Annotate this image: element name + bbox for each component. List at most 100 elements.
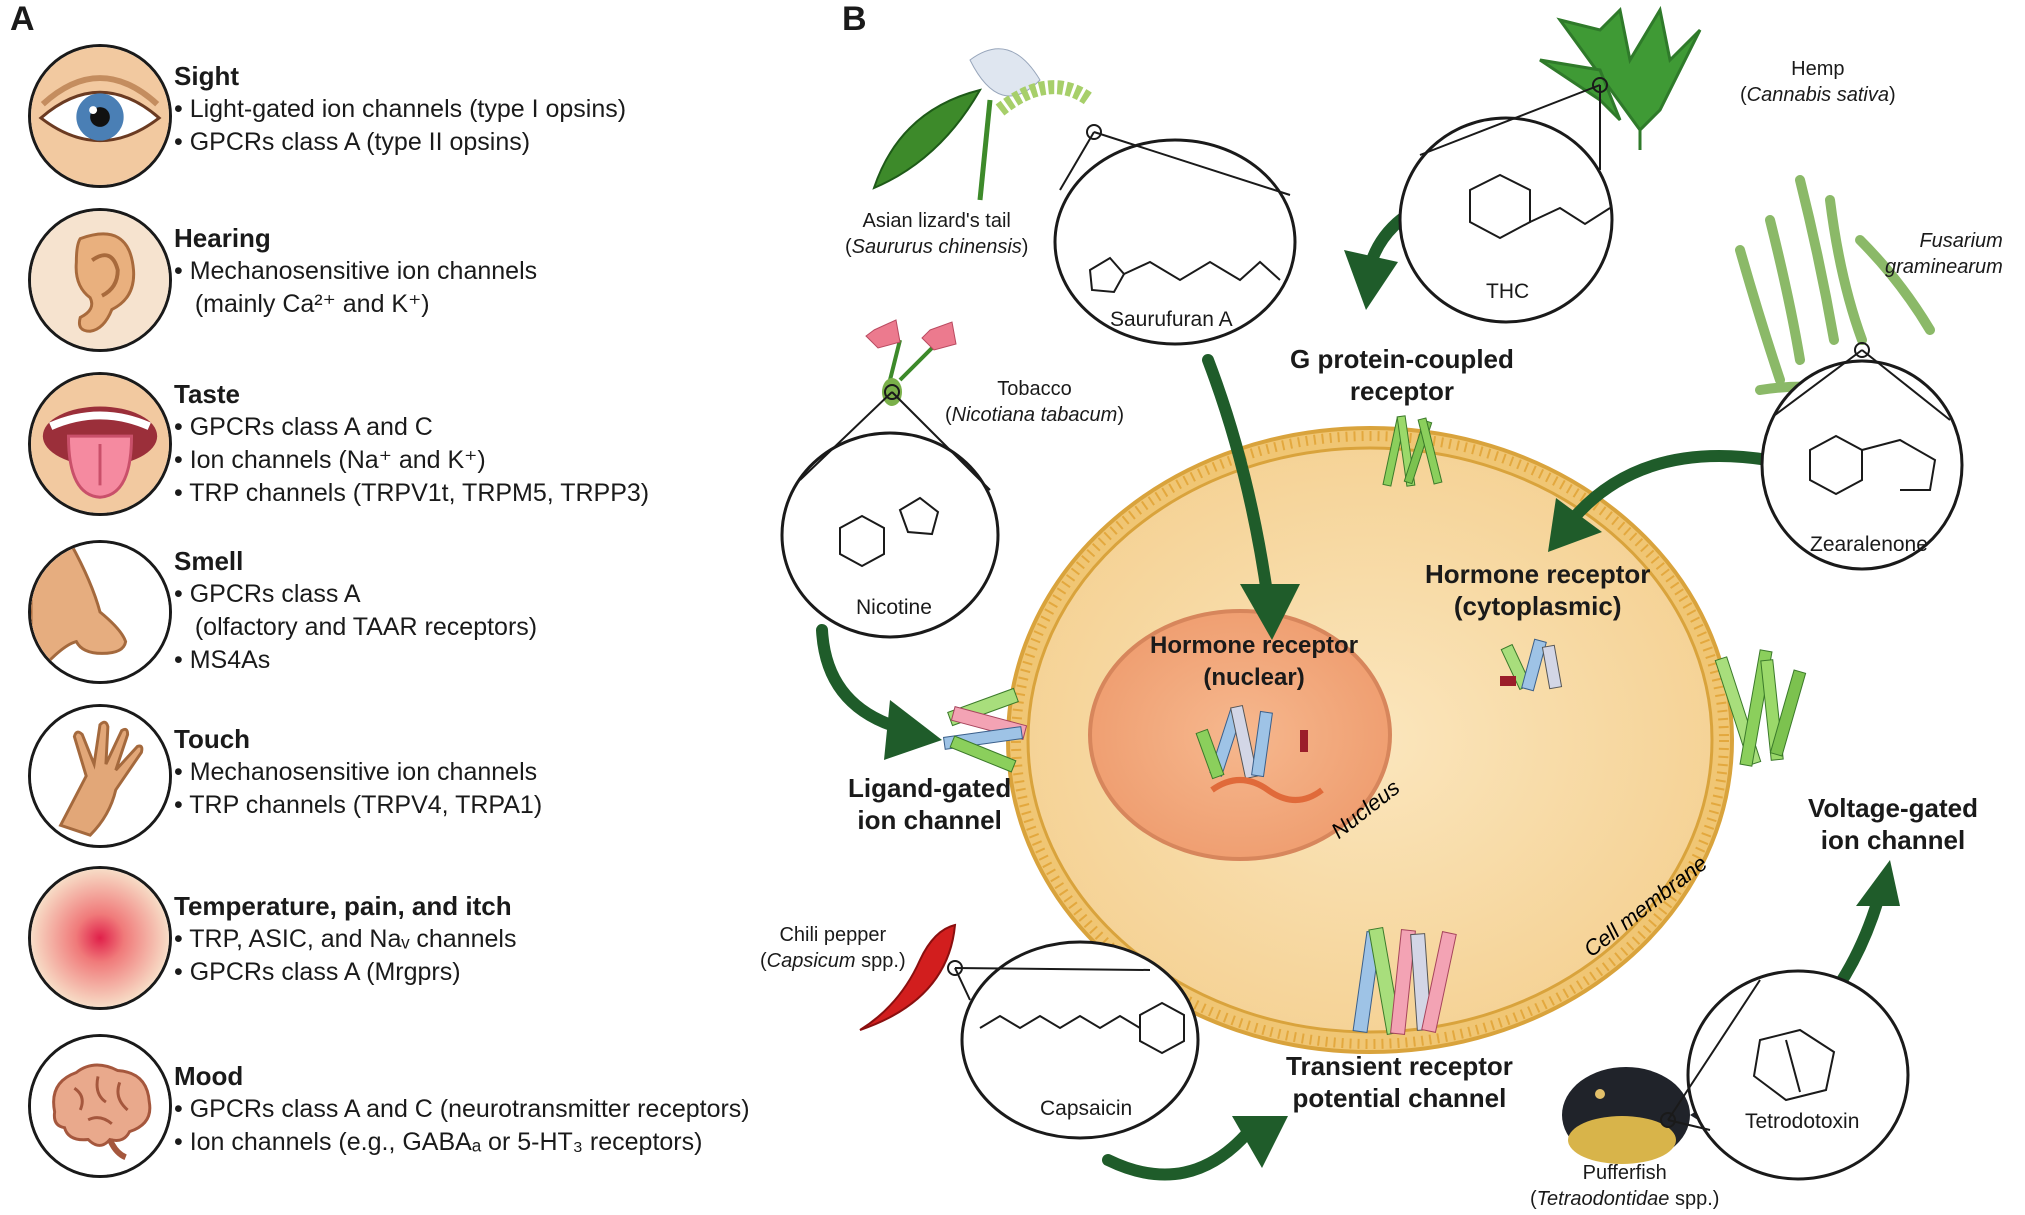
compound-thc: THC	[1486, 280, 1530, 303]
lizard-tail-name: Asian lizard's tail	[862, 210, 1011, 232]
hemp-plant	[1539, 5, 1702, 150]
sense-touch: Touch • Mechanosensitive ion channels • …	[174, 723, 542, 822]
arrowhead-capsaicin	[1232, 1116, 1288, 1168]
thc-chain	[1529, 206, 1611, 226]
sense-title: Touch	[174, 724, 251, 754]
arrowhead-tetrodotoxin	[1856, 860, 1900, 906]
chili-name: Chili pepper	[779, 924, 887, 946]
compound-tetrodotoxin: Tetrodotoxin	[1745, 1110, 1860, 1133]
tongue-icon	[28, 372, 172, 516]
arrowhead-saurufuran	[1240, 584, 1300, 640]
hemp-latin: (Cannabis sativa)	[1740, 84, 1896, 106]
sense-title: Taste	[174, 379, 240, 409]
sense-item: • Mechanosensitive ion channels	[174, 758, 538, 786]
capsaicin-chain	[979, 1014, 1141, 1030]
lizard-tail-latin: (Saururus chinensis)	[845, 236, 1029, 258]
sense-item: • Light-gated ion channels (type I opsin…	[174, 95, 627, 123]
sense-item: (olfactory and TAAR receptors)	[174, 613, 538, 641]
nose-icon	[28, 540, 172, 684]
hand-icon	[28, 704, 172, 848]
tobacco-name: Tobacco	[997, 378, 1072, 400]
pufferfish-label: Pufferfish (Tetraodontidae spp.)	[1530, 1160, 1719, 1212]
pufferfish-name: Pufferfish	[1582, 1162, 1667, 1184]
tobacco-label: Tobacco (Nicotiana tabacum)	[945, 376, 1124, 428]
panel-a-letter: A	[10, 0, 35, 38]
membrane-dots	[1011, 431, 1729, 1049]
lizard-tail-latin-name: Saururus chinensis	[851, 236, 1022, 258]
eye-icon	[28, 44, 172, 188]
sense-mood: Mood • GPCRs class A and C (neurotransmi…	[174, 1060, 750, 1159]
sense-smell: Smell • GPCRs class A (olfactory and TAA…	[174, 545, 537, 677]
tobacco-latin: (Nicotiana tabacum)	[945, 404, 1124, 426]
arrowhead-nicotine	[884, 700, 942, 760]
cyto-hormone-protein	[1500, 638, 1563, 692]
sense-hearing: Hearing • Mechanosensitive ion channels …	[174, 222, 537, 321]
compound-nicotine: Nicotine	[856, 596, 932, 619]
compound-zearalenone: Zearalenone	[1810, 533, 1928, 556]
saurufuran-furan	[1088, 256, 1126, 294]
chili-label: Chili pepper (Capsicum spp.)	[760, 922, 906, 974]
compound-capsaicin: Capsaicin	[1040, 1097, 1133, 1120]
hemp-latin-name: Cannabis sativa	[1746, 84, 1889, 106]
chili-latin: (Capsicum spp.)	[760, 950, 906, 972]
lizard-tail-label: Asian lizard's tail (Saururus chinensis)	[845, 208, 1028, 260]
chili-pepper	[859, 923, 957, 1031]
pufferfish-latin-name: Tetraodontidae	[1536, 1188, 1670, 1210]
tobacco-latin-name: Nicotiana tabacum	[951, 404, 1118, 426]
sense-title: Sight	[174, 61, 239, 91]
sense-sight: Sight • Light-gated ion channels (type I…	[174, 60, 626, 159]
pufferfish-latin: (Tetraodontidae spp.)	[1530, 1188, 1720, 1210]
sense-item: • TRP channels (TRPV1t, TRPM5, TRPP3)	[174, 479, 650, 507]
trp-protein	[1352, 927, 1457, 1035]
tobacco-plant	[865, 319, 957, 406]
fusarium-label: Fusarium graminearum	[1885, 228, 2003, 280]
sense-temperature: Temperature, pain, and itch • TRP, ASIC,…	[174, 890, 516, 989]
sense-title: Temperature, pain, and itch	[174, 891, 512, 921]
thc-circle	[1398, 116, 1614, 324]
zearalenone-chain	[1861, 438, 1937, 491]
arrowhead-zearalenone	[1548, 498, 1602, 552]
nicotine-pyrrolidine	[898, 496, 940, 536]
sense-item: • TRP, ASIC, and Naᵥ channels	[174, 925, 517, 953]
arrow-zearalenone	[1566, 450, 1774, 526]
sense-item: • Ion channels (e.g., GABAₐ or 5-HT₃ rec…	[174, 1128, 703, 1156]
label-hormone-nuclear: Hormone receptor(nuclear)	[1150, 632, 1359, 691]
hemp-label: Hemp (Cannabis sativa)	[1740, 56, 1896, 108]
fusarium-line1: Fusarium	[1919, 230, 2003, 252]
nuclear-hormone-protein	[1195, 704, 1324, 803]
brain-icon	[28, 1034, 172, 1178]
sense-item: • GPCRs class A	[174, 580, 361, 608]
ligand-gated-protein	[942, 687, 1028, 773]
sense-item: • GPCRs class A and C	[174, 413, 433, 441]
arrowhead-thc	[1344, 250, 1398, 310]
heat-spot-icon	[28, 866, 172, 1010]
tetrodotoxin-circle	[1686, 969, 1910, 1181]
panel-b-letter: B	[842, 0, 867, 38]
sense-taste: Taste • GPCRs class A and C • Ion channe…	[174, 378, 649, 510]
voltage-gated-protein	[1714, 649, 1807, 767]
arrow-nicotine	[816, 624, 906, 734]
sense-title: Mood	[174, 1061, 244, 1091]
label-hormone-cytoplasmic: Hormone receptor(cytoplasmic)	[1425, 559, 1651, 621]
lizard-tail-plant	[872, 48, 1095, 201]
gpcr-protein	[1382, 415, 1443, 487]
sense-item: • Ion channels (Na⁺ and K⁺)	[174, 446, 486, 474]
sense-item: • MS4As	[174, 646, 271, 674]
arrow-saurufuran	[1202, 354, 1274, 606]
capsaicin-circle	[960, 940, 1200, 1140]
sense-title: Hearing	[174, 223, 271, 253]
sense-item: • GPCRs class A (type II opsins)	[174, 128, 531, 156]
compound-saurufuran: Saurufuran A	[1110, 308, 1233, 331]
ear-icon	[28, 208, 172, 352]
fusarium-line2: graminearum	[1885, 256, 2003, 278]
zearalenone-ring	[1809, 434, 1863, 496]
nicotine-pyridine	[839, 514, 885, 568]
tetrodotoxin-cage	[1752, 1028, 1836, 1102]
sense-item: (mainly Ca²⁺ and K⁺)	[174, 290, 430, 318]
sense-item: • TRP channels (TRPV4, TRPA1)	[174, 791, 543, 819]
